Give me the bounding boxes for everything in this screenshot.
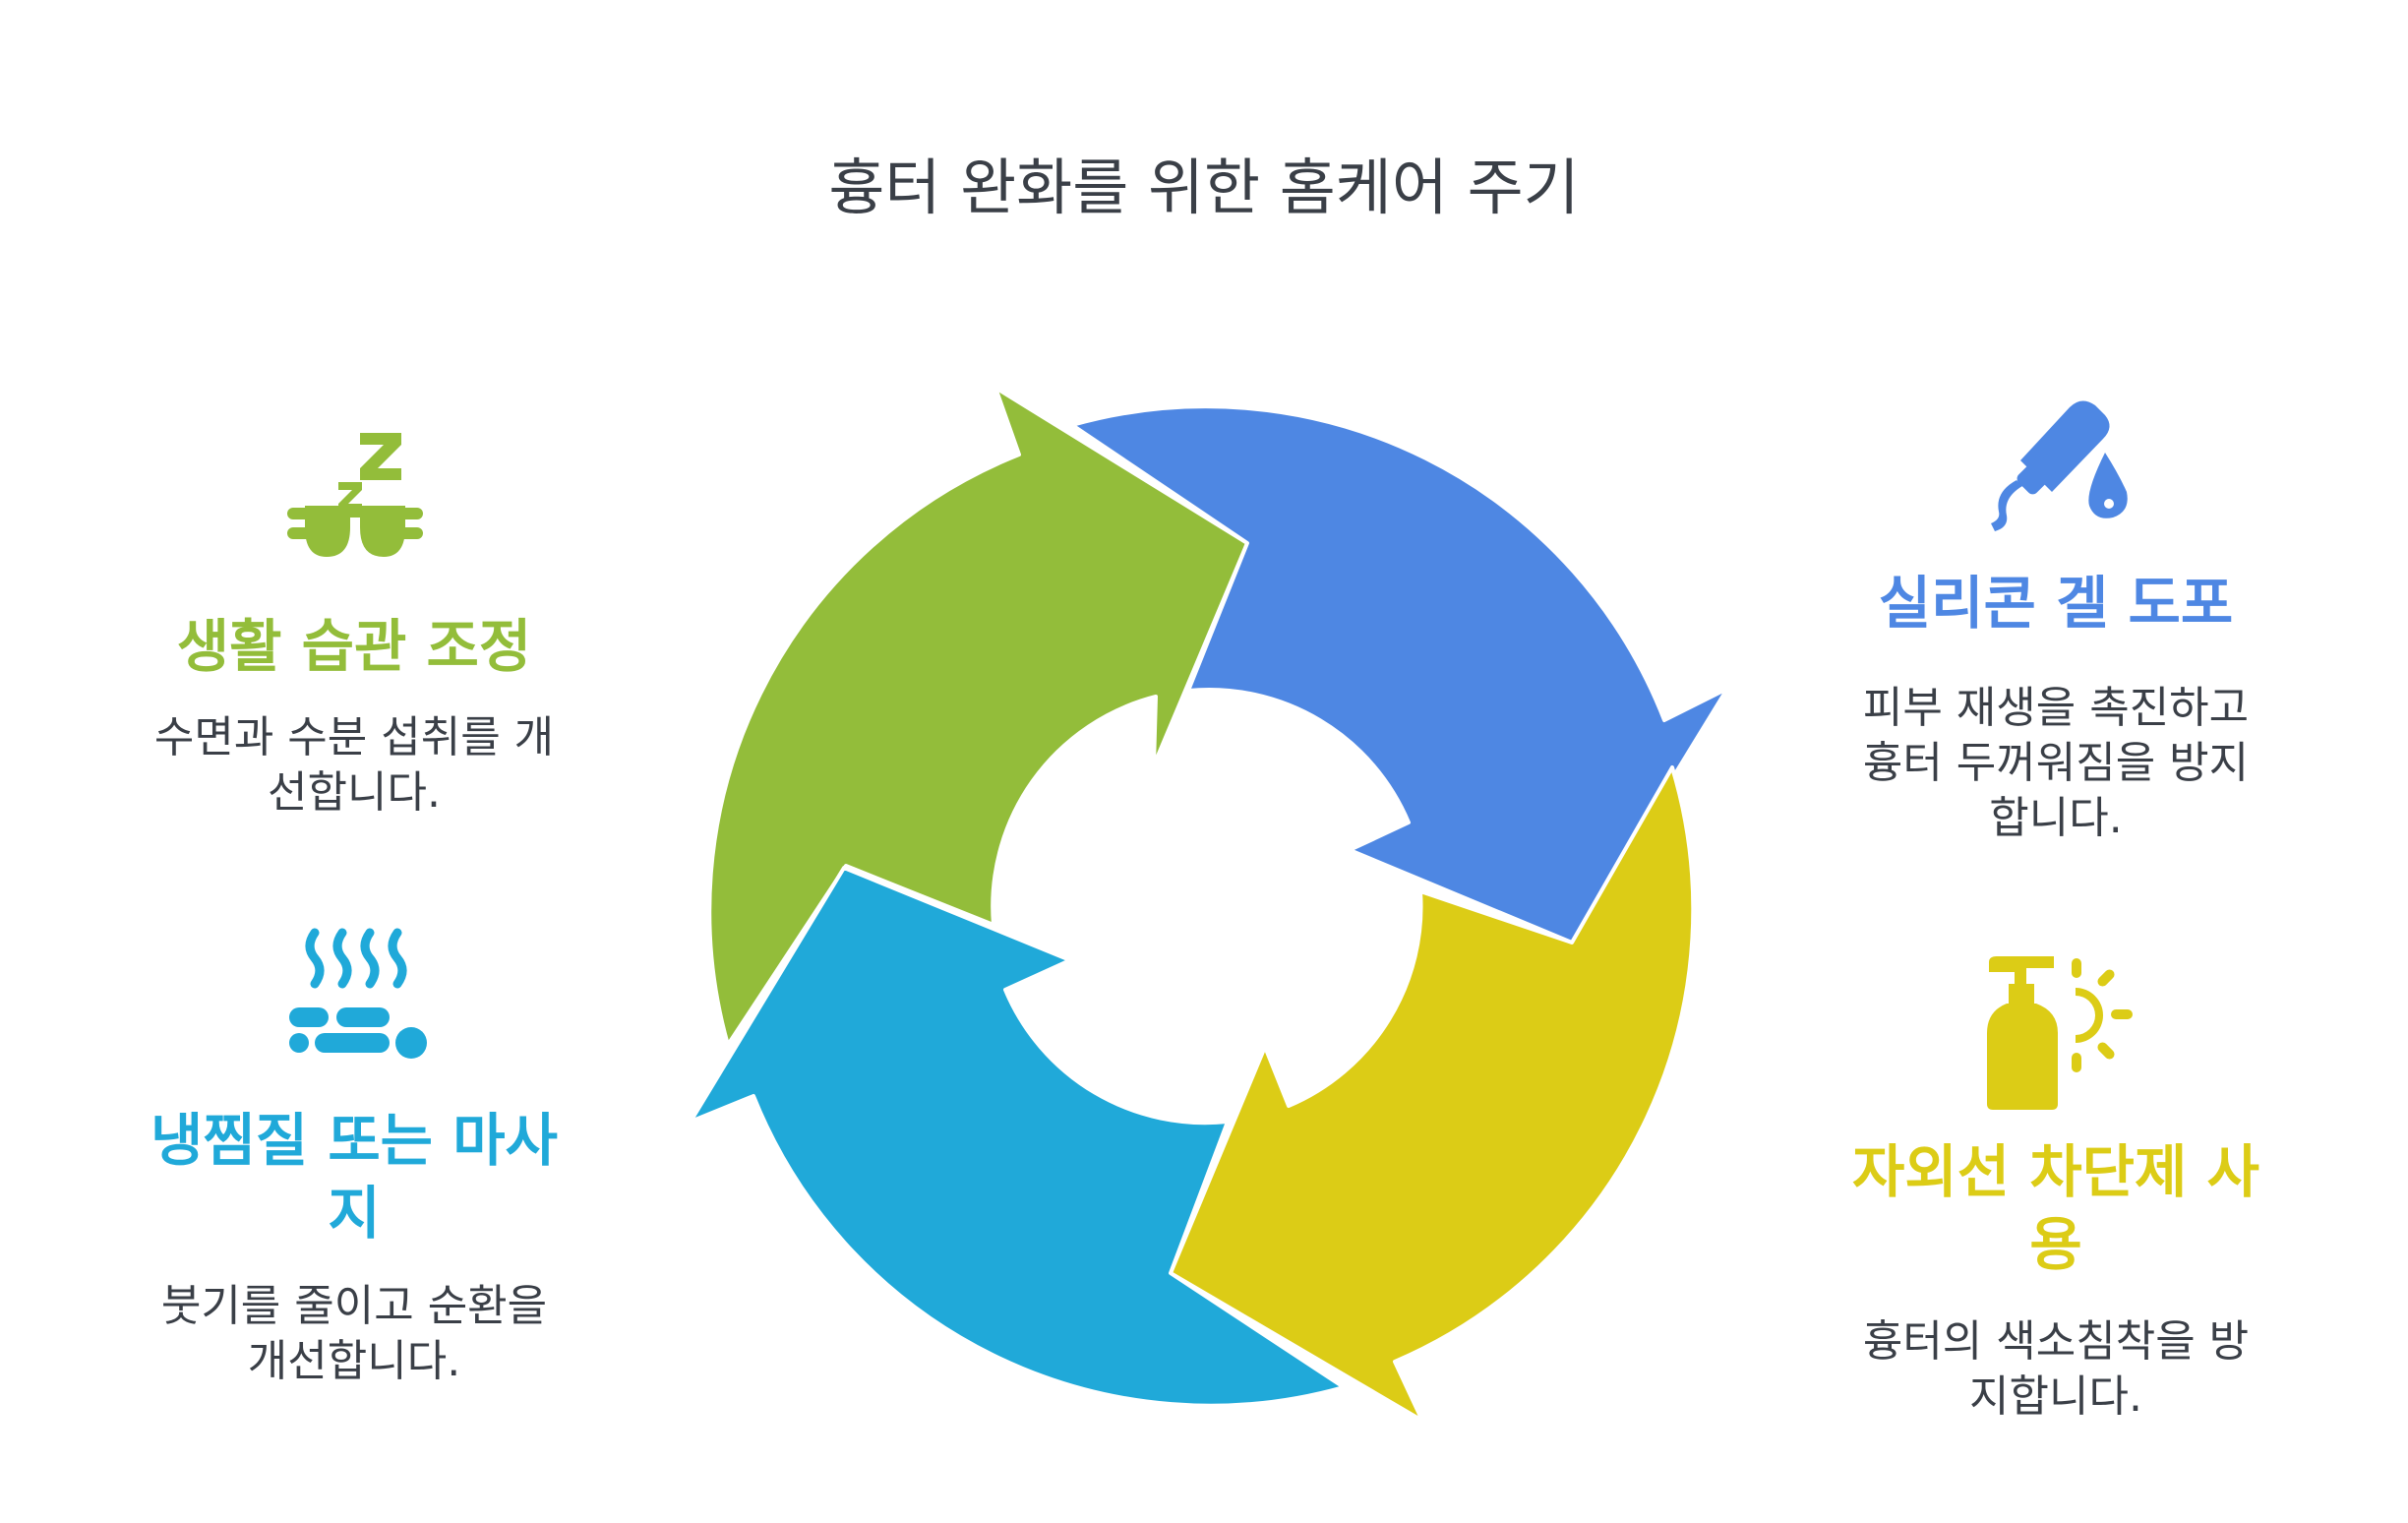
silicone-description-line: 합니다.: [1989, 793, 2123, 843]
cycle-arrow-yellow: [1169, 765, 1696, 1423]
steam-compress-icon: [289, 928, 427, 1059]
compress-heading-line: 지: [328, 1180, 381, 1247]
sunscreen-heading-line: 자외선 차단제 사: [1852, 1138, 2259, 1205]
silicone-description-line: 흉터 두꺼워짐을 방지: [1862, 738, 2250, 788]
lifestyle-description-line: 수면과 수분 섭취를 개: [153, 712, 555, 762]
compress-heading-line: 냉찜질 또는 마사: [150, 1107, 558, 1174]
sunscreen-heading: 자외선 차단제 사 용: [1810, 1135, 2302, 1281]
sleep-mask-icon: [287, 433, 423, 557]
sunscreen-description-line: 지합니다.: [1969, 1371, 2142, 1422]
compress-heading: 냉찜질 또는 마사 지: [108, 1104, 600, 1249]
lifestyle-description: 수면과 수분 섭취를 개 선합니다.: [108, 710, 600, 821]
compress-description-line: 붓기를 줄이고 순환을: [160, 1281, 548, 1331]
sunscreen-description-line: 흉터의 색소침착을 방: [1862, 1316, 2250, 1367]
sunscreen-bottle-sun-icon: [1987, 956, 2133, 1110]
cycle-arrow-cyan: [689, 866, 1346, 1408]
lifestyle-description-line: 선합니다.: [268, 767, 441, 818]
sunscreen-description: 흉터의 색소침착을 방 지합니다.: [1810, 1314, 2302, 1425]
diagram-title: 흉터 완화를 위한 홈케어 주기: [828, 152, 1580, 223]
compress-description: 붓기를 줄이고 순환을 개선합니다.: [108, 1279, 600, 1389]
silicone-heading: 실리콘 겔 도포: [1878, 570, 2234, 637]
silicone-gel-tube-drop-icon: [1991, 400, 2128, 531]
silicone-description-line: 피부 재생을 촉진하고: [1862, 683, 2250, 733]
lifestyle-heading: 생활 습관 조정: [176, 613, 532, 680]
silicone-description: 피부 재생을 촉진하고 흉터 두꺼워짐을 방지 합니다.: [1810, 681, 2302, 846]
compress-description-line: 개선합니다.: [247, 1336, 461, 1386]
cycle-arrow-green: [707, 386, 1249, 1047]
cycle-arrow-blue: [1070, 404, 1729, 944]
sunscreen-heading-line: 용: [2029, 1211, 2082, 1278]
